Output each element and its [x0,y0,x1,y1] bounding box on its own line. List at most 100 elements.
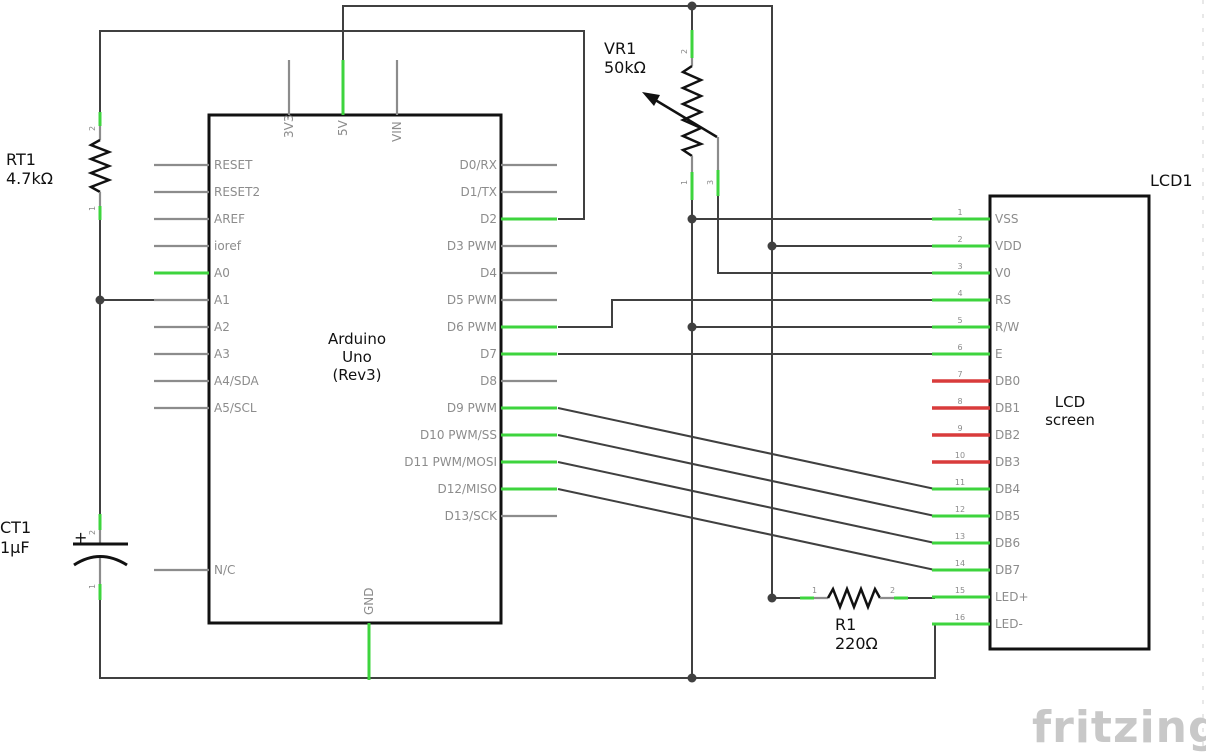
junction-dot [767,241,777,251]
pin-label-d13-sck: D13/SCK [445,509,499,523]
r1-pin2-number: 2 [890,586,895,595]
lcd-pin-label-led: LED- [995,617,1023,631]
lcd-pin-number: 11 [955,478,965,487]
ct1-plate-curved [73,555,128,567]
junction-dot [687,1,697,11]
lcd-pin-label-r-w: R/W [995,320,1019,334]
lcd-pin-label-led: LED+ [995,590,1029,604]
arduino-body [207,113,503,625]
pin-label-reset2: RESET2 [214,185,260,199]
pin-label-gnd: GND [362,587,376,615]
lcd-pin-label-db4: DB4 [995,482,1020,496]
lcd-pin-label-v0: V0 [995,266,1011,280]
vr1-ref: VR1 [604,39,636,58]
pin-label-a4-sda: A4/SDA [214,374,260,388]
lcd-pin-number: 13 [955,532,965,541]
pin-label-3v3: 3V3 [282,115,296,138]
rt1-thermistor[interactable]: 2 1 RT1 4.7kΩ [6,112,113,220]
vr1-pin3-number: 3 [706,180,715,185]
pin-label-d1-tx: D1/TX [461,185,497,199]
ct1-plus: + [74,528,87,547]
rt1-pin1-number: 1 [88,206,97,211]
junction-dot [687,322,697,332]
lcd-pin-label-rs: RS [995,293,1011,307]
wire-db4[interactable] [557,407,936,490]
pin-label-5v: 5V [336,119,350,136]
arduino-uno[interactable]: Arduino Uno (Rev3) 3V3 5V VIN GND RESETR… [154,60,557,680]
arduino-title-3: (Rev3) [332,366,381,384]
lcd-pin-number: 14 [955,559,965,568]
wire-rt1-d2[interactable] [99,30,585,220]
wire-gnd-bottom[interactable] [99,600,936,679]
vr1-zigzag [679,64,705,158]
pin-label-ioref: ioref [214,239,242,253]
lcd-pin-number: 15 [955,586,965,595]
ct1-pin2-number: 2 [88,530,97,535]
pin-label-d9-pwm: D9 PWM [447,401,497,415]
lcd-body [988,194,1151,651]
lcd-pin-number: 4 [957,289,962,298]
lcd-ref: LCD1 [1150,171,1193,190]
vr1-arrow-head [642,92,660,106]
pin-label-d3-pwm: D3 PWM [447,239,497,253]
pin-label-a1: A1 [214,293,230,307]
vr1-pin1-number: 1 [680,180,689,185]
pin-label-vin: VIN [390,121,404,142]
ct1-capacitor[interactable]: + 2 1 CT1 1µF [0,514,128,600]
lcd-pin-number: 5 [957,316,962,325]
lcd-pin-number: 6 [957,343,962,352]
pin-label-n-c: N/C [214,563,235,577]
lcd-pin-number: 7 [957,370,962,379]
pin-label-aref: AREF [214,212,245,226]
lcd-pin-number: 12 [955,505,965,514]
pin-label-a0: A0 [214,266,230,280]
rt1-value: 4.7kΩ [6,169,53,188]
wire-db6[interactable] [557,461,936,544]
pin-label-reset: RESET [214,158,253,172]
wires [95,1,936,683]
wire-rs[interactable] [558,299,935,328]
ct1-value: 1µF [0,538,30,557]
lcd-pin-number: 10 [955,451,965,460]
lcd-pin-label-vdd: VDD [995,239,1022,253]
arduino-left-pins: RESETRESET2AREFiorefA0A1A2A3A4/SDAA5/SCL… [154,158,260,577]
lcd-pin-label-db1: DB1 [995,401,1020,415]
wire-5v-rail[interactable] [342,5,773,598]
vr1-value: 50kΩ [604,58,646,77]
r1-resistor[interactable]: 1 2 R1 220Ω [800,585,908,653]
junction-dot [767,593,777,603]
lcd-pin-number: 2 [957,235,962,244]
fritzing-logo-text: fritzing [1032,702,1206,753]
wire-v0[interactable] [717,195,935,274]
wire-db7[interactable] [557,488,936,571]
lcd-title-2: screen [1045,411,1095,429]
rt1-zigzag [87,138,113,194]
vr1-potentiometer[interactable]: 2 1 3 VR1 50kΩ [604,30,720,200]
wire-db5[interactable] [557,434,936,517]
pin-label-d8: D8 [480,374,497,388]
lcd-pin-label-db3: DB3 [995,455,1020,469]
pin-label-d7: D7 [480,347,497,361]
lcd-pin-label-db5: DB5 [995,509,1020,523]
rt1-ref: RT1 [6,150,36,169]
pin-label-d11-pwm-mosi: D11 PWM/MOSI [404,455,497,469]
lcd-pin-number: 16 [955,613,965,622]
vr1-pin2-number: 2 [680,49,689,54]
pin-label-d5-pwm: D5 PWM [447,293,497,307]
lcd-pin-label-db7: DB7 [995,563,1020,577]
pin-label-a3: A3 [214,347,230,361]
lcd-title-1: LCD [1055,393,1085,411]
lcd-pin-label-db0: DB0 [995,374,1020,388]
pin-label-a5-scl: A5/SCL [214,401,257,415]
r1-zigzag [826,585,882,611]
junction-dot [687,673,697,683]
lcd-pin-number: 3 [957,262,962,271]
lcd-pin-number: 1 [957,208,962,217]
lcd-pin-number: 9 [957,424,962,433]
pin-label-d4: D4 [480,266,497,280]
